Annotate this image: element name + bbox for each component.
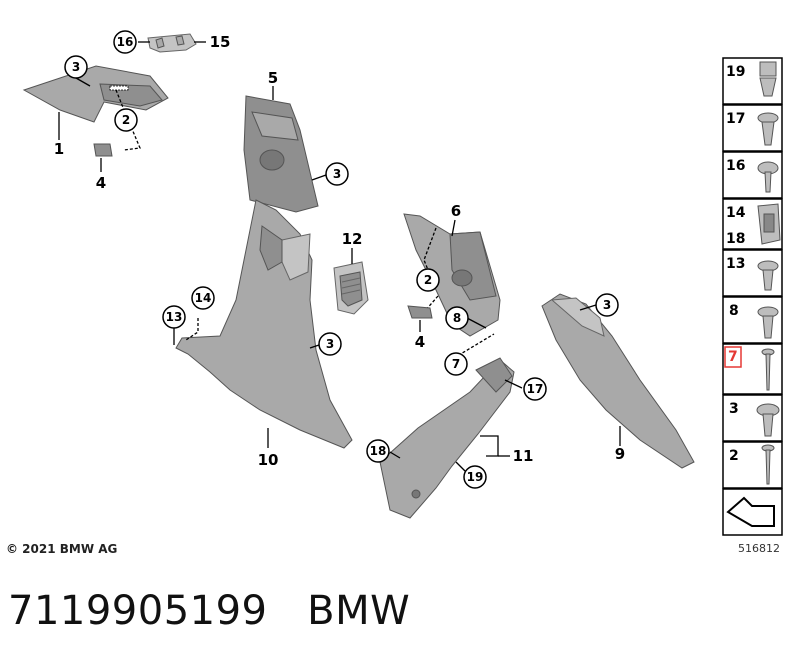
label-5: 5 xyxy=(268,69,278,87)
part-number-caption: 7119905199 BMW xyxy=(8,588,411,634)
part-12-vent xyxy=(333,261,369,315)
panel-label-19: 19 xyxy=(726,64,745,80)
svg-text:13: 13 xyxy=(166,310,183,324)
part-6-trim xyxy=(403,213,501,337)
clip-8-icon xyxy=(757,306,779,339)
part-4-clip-left xyxy=(93,143,113,157)
screw-7-icon xyxy=(761,348,775,391)
part-15-clip xyxy=(147,33,197,53)
panel-label-2: 2 xyxy=(729,448,739,464)
part-10-trim xyxy=(175,199,353,449)
svg-text:3: 3 xyxy=(72,60,80,74)
label-6: 6 xyxy=(451,202,461,220)
svg-text:2: 2 xyxy=(424,273,432,287)
svg-text:16: 16 xyxy=(117,35,134,49)
callout-17: 17 xyxy=(523,377,547,401)
svg-text:8: 8 xyxy=(453,311,461,325)
svg-text:3: 3 xyxy=(603,298,611,312)
callout-13: 13 xyxy=(162,305,186,329)
panel-label-18: 18 xyxy=(726,231,745,247)
svg-text:17: 17 xyxy=(527,382,544,396)
part-5-trim xyxy=(243,95,319,213)
callout-2-center: 2 xyxy=(416,268,440,292)
callout-3-pillar10: 3 xyxy=(318,332,342,356)
clip-13-icon xyxy=(757,260,779,291)
svg-text:19: 19 xyxy=(467,470,484,484)
label-11: 11 xyxy=(513,447,534,465)
screw-2-icon xyxy=(761,444,775,485)
panel-label-14: 14 xyxy=(726,205,746,221)
clip-14-18-icon xyxy=(757,203,781,245)
label-9: 9 xyxy=(615,445,625,463)
part-4-clip-center xyxy=(407,305,433,319)
copyright: © 2021 BMW AG xyxy=(6,542,118,556)
panel-label-8: 8 xyxy=(729,303,739,319)
label-4-center: 4 xyxy=(415,333,425,351)
highlight-box xyxy=(724,346,742,368)
arrow-icon xyxy=(726,496,775,527)
callout-2-left: 2 xyxy=(114,108,138,132)
panel-label-13: 13 xyxy=(726,256,745,272)
callout-19: 19 xyxy=(463,465,487,489)
clip-17-icon xyxy=(757,112,779,146)
callout-18: 18 xyxy=(366,439,390,463)
callout-7: 7 xyxy=(444,352,468,376)
panel-label-16: 16 xyxy=(726,158,745,174)
svg-text:7: 7 xyxy=(452,357,460,371)
panel-label-17: 17 xyxy=(726,111,745,127)
svg-text:3: 3 xyxy=(326,337,334,351)
panel-label-3: 3 xyxy=(729,401,739,417)
callout-3-top: 3 xyxy=(64,55,88,79)
panel-label-7: 7 xyxy=(728,349,738,365)
svg-text:14: 14 xyxy=(195,291,212,305)
label-10: 10 xyxy=(258,451,279,469)
callout-3-pillar9: 3 xyxy=(595,293,619,317)
svg-text:18: 18 xyxy=(370,444,387,458)
callout-16: 16 xyxy=(113,30,137,54)
svg-text:2: 2 xyxy=(122,113,130,127)
label-1: 1 xyxy=(54,140,64,158)
label-15: 15 xyxy=(210,33,231,51)
drawing-number: 516812 xyxy=(738,542,780,555)
part-1-trim xyxy=(22,65,169,123)
svg-text:3: 3 xyxy=(333,167,341,181)
fastener-panel: 19 17 16 14 18 13 xyxy=(722,57,783,536)
label-4-left: 4 xyxy=(96,174,106,192)
part-11-trim xyxy=(379,357,515,519)
callout-14: 14 xyxy=(191,286,215,310)
callout-3-pillar5: 3 xyxy=(325,162,349,186)
screw-16-icon xyxy=(757,161,779,193)
clip-19-icon xyxy=(759,61,777,97)
callout-8: 8 xyxy=(445,306,469,330)
part-9-trim xyxy=(541,293,695,469)
clip-3-icon xyxy=(756,403,780,437)
label-12: 12 xyxy=(342,230,363,248)
